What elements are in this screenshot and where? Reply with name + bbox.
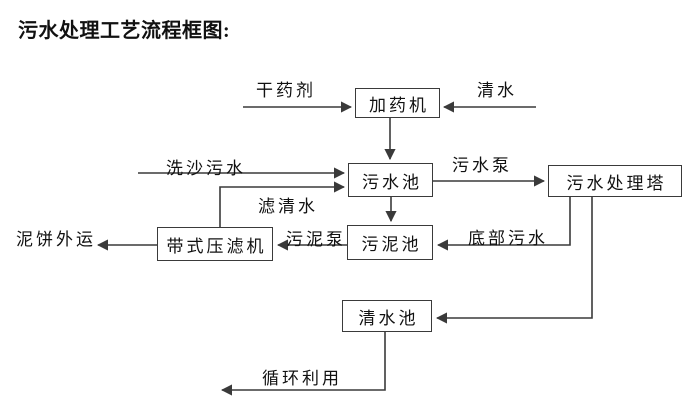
label-sewage-pump: 污水泵 [452,156,512,175]
node-sludge-pool-label: 污泥池 [361,235,422,254]
node-clear-water-pool: 清水池 [342,300,432,332]
node-sewage-pool: 污水池 [348,163,433,197]
label-dry-agent: 干药剂 [256,81,316,100]
edge-filtered-water-to-sewage-pool [219,181,346,227]
node-sewage-pool-label: 污水池 [362,172,422,192]
edge-recycle-out [220,332,386,396]
label-sludge-pump: 污泥泵 [286,230,346,249]
label-filtered-water: 滤清水 [258,197,318,216]
edge-tower-to-clear-pool [435,197,593,324]
node-treatment-tower-label: 污水处理塔 [566,173,667,193]
label-recycle: 循环利用 [262,369,342,388]
node-belt-filter-press: 带式压滤机 [157,227,273,261]
node-treatment-tower: 污水处理塔 [548,165,682,197]
label-mud-cake-out: 泥饼外运 [16,230,96,249]
label-sand-washing-sewage: 洗沙污水 [166,159,246,178]
node-dosing-machine-label: 加药机 [369,95,429,115]
node-dosing-machine: 加药机 [355,88,440,118]
node-clear-water-pool-label: 清水池 [358,308,419,328]
node-belt-filter-press-label: 带式压滤机 [166,236,267,256]
label-clear-water: 清水 [477,81,517,100]
node-sludge-pool: 污泥池 [347,225,433,260]
edge-bottom-sewage-to-sludge-pool [436,197,571,251]
label-bottom-sewage: 底部污水 [468,229,548,248]
page-title: 污水处理工艺流程框图: [18,20,231,42]
